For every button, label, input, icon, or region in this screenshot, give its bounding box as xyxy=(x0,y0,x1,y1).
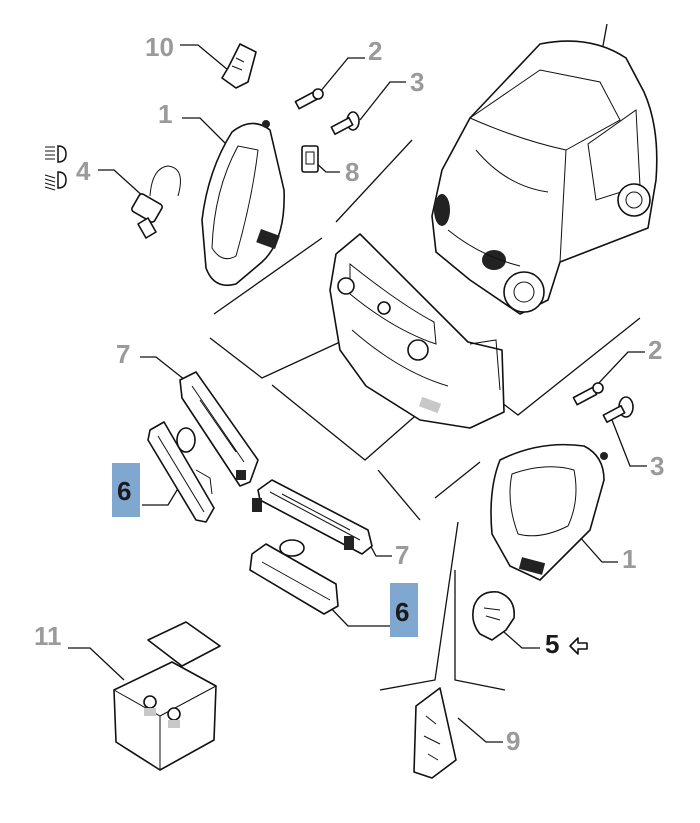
callout-8[interactable]: 8 xyxy=(345,157,359,187)
callout-5[interactable]: 5 xyxy=(545,629,559,659)
callout-1-right[interactable]: 1 xyxy=(622,544,636,574)
part-10-clip[interactable] xyxy=(221,43,257,89)
part-3-rivet-top[interactable] xyxy=(330,111,360,136)
callout-10[interactable]: 10 xyxy=(145,32,174,62)
highlight-box-6-left xyxy=(112,463,140,517)
part-5-bulb[interactable] xyxy=(472,590,515,641)
front-bumper xyxy=(329,233,505,429)
callout-7-top[interactable]: 7 xyxy=(116,339,130,369)
part-2-screw-right[interactable] xyxy=(572,382,604,406)
callout-2-right[interactable]: 2 xyxy=(648,335,662,365)
callout-6-right[interactable]: 6 xyxy=(395,597,409,627)
arrow-left-outline-icon xyxy=(569,637,588,655)
callout-3-top[interactable]: 3 xyxy=(410,67,424,97)
part-1-headlamp-left[interactable] xyxy=(201,120,285,287)
callout-11[interactable]: 11 xyxy=(34,621,62,651)
part-6-drl-left[interactable] xyxy=(147,421,215,523)
car-illustration xyxy=(431,40,658,315)
callout-7-bottom[interactable]: 7 xyxy=(395,540,409,570)
highlight-box-6-right xyxy=(390,583,418,637)
part-11-bulb-kit[interactable] xyxy=(113,621,221,771)
callout-3-right[interactable]: 3 xyxy=(650,451,664,481)
part-9-leaflet[interactable] xyxy=(413,687,457,779)
part-7-bracket-bottom[interactable] xyxy=(252,479,373,555)
headlight-low-beam-icon xyxy=(44,171,67,191)
headlight-high-beam-icon xyxy=(45,145,67,163)
part-2-screw-top[interactable] xyxy=(294,88,324,110)
part-1-headlamp-right[interactable] xyxy=(490,443,608,581)
callout-4[interactable]: 4 xyxy=(76,156,91,186)
callout-9[interactable]: 9 xyxy=(506,726,520,756)
callout-6-left[interactable]: 6 xyxy=(117,476,131,506)
callout-1-top[interactable]: 1 xyxy=(158,99,172,129)
part-8-bracket[interactable] xyxy=(301,145,319,173)
part-3-rivet-right[interactable] xyxy=(602,396,634,424)
callout-2-top[interactable]: 2 xyxy=(368,36,382,66)
part-4-bulb[interactable] xyxy=(131,165,181,239)
part-7-bracket-top[interactable] xyxy=(179,371,259,487)
part-6-drl-right[interactable] xyxy=(249,539,339,615)
